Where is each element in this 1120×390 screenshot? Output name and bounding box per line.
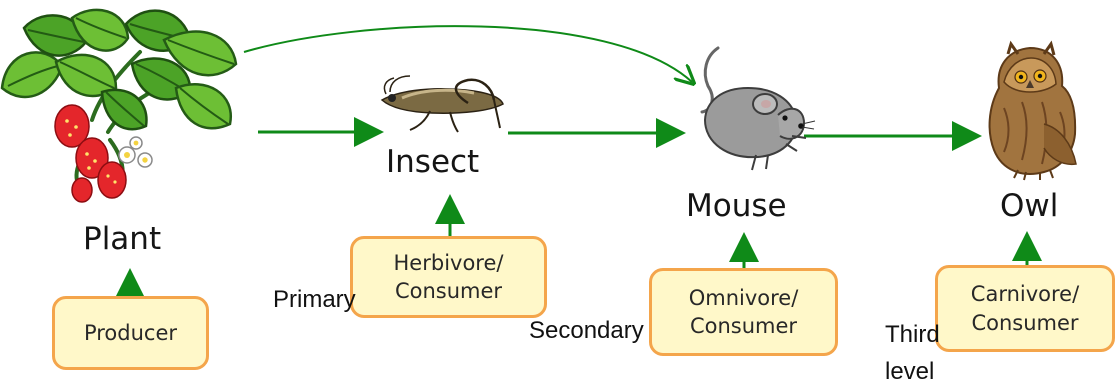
strawberry-plant-icon xyxy=(2,10,236,202)
omnivore-box: Omnivore/ Consumer xyxy=(649,268,838,356)
carnivore-box: Carnivore/ Consumer xyxy=(935,265,1115,352)
plant-label: Plant xyxy=(83,224,161,255)
secondary-level-label: Secondary xyxy=(529,319,644,343)
food-chain-diagram: Plant Insect Mouse Owl Producer Herbivor… xyxy=(0,0,1120,379)
mouse-icon xyxy=(702,48,815,170)
owl-label: Owl xyxy=(1000,191,1058,222)
mouse-label: Mouse xyxy=(686,191,787,222)
owl-icon xyxy=(990,44,1076,180)
insect-label: Insect xyxy=(386,147,479,178)
producer-box: Producer xyxy=(52,296,209,370)
primary-level-label: Primary xyxy=(273,288,356,312)
herbivore-box: Herbivore/ Consumer xyxy=(350,236,547,318)
arrow-plant-to-mouse xyxy=(244,26,692,82)
grasshopper-icon xyxy=(382,76,503,132)
